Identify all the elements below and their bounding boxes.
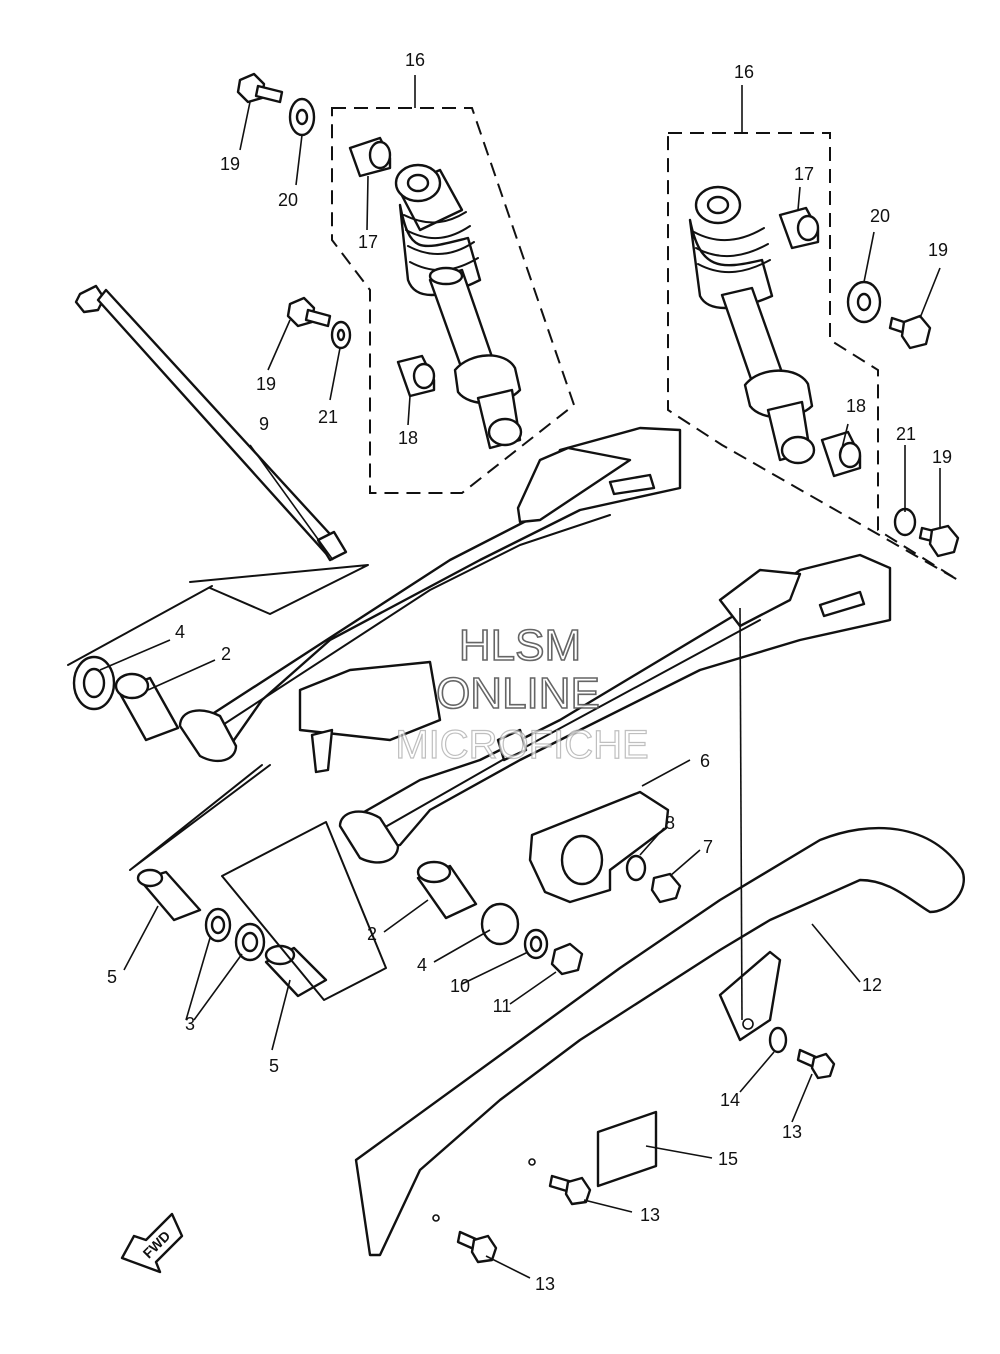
callout-labels: 16 16 19 20 17 19 21 18 9 17 20 19 18 21… (107, 50, 952, 1294)
callout-13: 13 (640, 1205, 660, 1225)
bolt-7[interactable] (650, 872, 682, 904)
callout-9: 9 (259, 414, 269, 434)
watermark: HLSM ONLINE MICROFICHE (395, 620, 650, 767)
bushing-17-left[interactable] (348, 136, 392, 178)
callout-17: 17 (358, 232, 378, 252)
rear-shock-absorber-left[interactable] (394, 163, 523, 450)
rear-shock-absorber-right[interactable] (688, 185, 816, 465)
watermark-line-3: MICROFICHE (395, 723, 648, 767)
swingarm[interactable] (178, 426, 892, 864)
washer-14[interactable] (768, 1026, 788, 1054)
callout-5: 5 (107, 967, 117, 987)
guide-lines (67, 564, 387, 1001)
callout-2: 2 (221, 644, 231, 664)
washer-10[interactable] (523, 928, 549, 960)
bolt-19-mid-left[interactable] (286, 296, 332, 328)
bushing-5-lower-left[interactable] (136, 868, 202, 922)
callout-13: 13 (782, 1122, 802, 1142)
callout-8: 8 (665, 813, 675, 833)
callout-11: 11 (493, 996, 512, 1016)
callout-19: 19 (220, 154, 240, 174)
callout-10: 10 (450, 976, 470, 996)
bolt-19-right-upper[interactable] (888, 314, 932, 350)
washer-3-a[interactable] (204, 907, 232, 943)
watermark-line-1: HLSM (459, 621, 581, 670)
callout-2: 2 (367, 924, 377, 944)
callout-20: 20 (870, 206, 890, 226)
pivot-shaft[interactable] (74, 284, 348, 562)
washer-8[interactable] (625, 854, 647, 882)
callout-21: 21 (896, 424, 916, 444)
shock-group-boundary-left (331, 107, 576, 494)
forward-direction-arrow: FWD (120, 1212, 184, 1274)
callout-16: 16 (734, 62, 754, 82)
bolt-13-middle[interactable] (548, 1174, 592, 1206)
watermark-line-2: ONLINE (436, 669, 600, 718)
thrust-cover-4-lower[interactable] (480, 902, 520, 946)
thrust-cover-4-upper[interactable] (72, 655, 116, 711)
callout-19: 19 (932, 447, 952, 467)
leader-lines (99, 75, 941, 1279)
washer-20-right[interactable] (846, 280, 882, 324)
callout-3: 3 (185, 1014, 195, 1034)
bolt-13-lower[interactable] (456, 1230, 498, 1264)
callout-17: 17 (794, 164, 814, 184)
shock-group-boundary-right (667, 132, 959, 581)
callout-18: 18 (398, 428, 418, 448)
callout-7: 7 (703, 837, 713, 857)
bushing-17-right[interactable] (778, 206, 820, 250)
callout-6: 6 (700, 751, 710, 771)
washer-20-left[interactable] (288, 97, 316, 137)
chain-adjuster-block[interactable] (528, 790, 670, 904)
nut-11[interactable] (550, 942, 584, 976)
callout-4: 4 (175, 622, 185, 642)
chain-case[interactable] (354, 826, 965, 1257)
washer-21-left[interactable] (330, 320, 352, 350)
callout-13: 13 (535, 1274, 555, 1294)
axle-guide-line (739, 607, 743, 1021)
washer-3-b[interactable] (234, 922, 266, 962)
callout-21: 21 (318, 407, 338, 427)
bolt-19-right-lower[interactable] (918, 524, 960, 558)
callout-14: 14 (720, 1090, 740, 1110)
bushing-18-left[interactable] (396, 354, 436, 398)
callout-16: 16 (405, 50, 425, 70)
bushing-5-lower-right[interactable] (264, 944, 328, 998)
label-15[interactable] (596, 1110, 658, 1188)
bushing-2-upper[interactable] (114, 672, 180, 742)
callout-5: 5 (269, 1056, 279, 1076)
bolt-19-top-left[interactable] (236, 72, 284, 104)
callout-4: 4 (417, 955, 427, 975)
callout-19: 19 (256, 374, 276, 394)
callout-12: 12 (862, 975, 882, 995)
bushing-2-lower[interactable] (416, 860, 478, 920)
callout-19: 19 (928, 240, 948, 260)
callout-20: 20 (278, 190, 298, 210)
callout-18: 18 (846, 396, 866, 416)
bolt-13-right[interactable] (796, 1048, 836, 1080)
callout-15: 15 (718, 1149, 738, 1169)
washer-21-right[interactable] (893, 507, 917, 537)
